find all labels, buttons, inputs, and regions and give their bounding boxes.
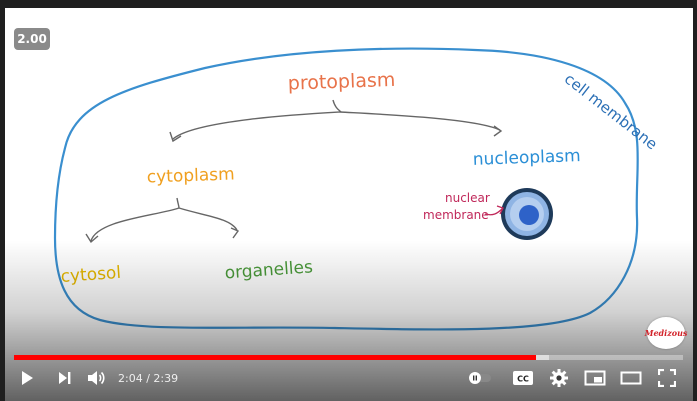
current-time: 2:04	[118, 371, 143, 385]
progress-played	[14, 355, 536, 360]
playback-speed-badge: 2.00	[14, 28, 50, 50]
channel-logo[interactable]: Medizous	[644, 317, 688, 349]
time-display: 2:04 / 2:39	[118, 372, 178, 385]
next-button[interactable]	[50, 365, 80, 391]
channel-logo-text: Medizous	[644, 328, 688, 338]
label-membrane: membrane	[423, 208, 489, 222]
autoplay-toggle-icon	[469, 372, 491, 384]
cell-diagram: protoplasm cytoplasm nucleoplasm cytosol…	[53, 47, 661, 331]
label-cell-membrane: cell membrane	[561, 70, 661, 154]
label-nucleoplasm: nucleoplasm	[473, 146, 581, 170]
settings-button[interactable]	[543, 365, 575, 391]
volume-icon	[88, 371, 105, 385]
fullscreen-button[interactable]	[651, 365, 683, 391]
control-bar: 2:04 / 2:39 CC	[14, 365, 683, 391]
next-icon	[59, 372, 71, 384]
protoplasm-brace	[172, 111, 501, 140]
label-organelles: organelles	[224, 257, 314, 283]
play-icon	[22, 371, 33, 385]
autoplay-toggle[interactable]	[465, 365, 497, 391]
label-nuclear: nuclear	[445, 191, 490, 205]
nucleus-icon	[501, 188, 553, 240]
time-separator: /	[142, 371, 154, 385]
miniplayer-icon	[584, 370, 606, 386]
miniplayer-button[interactable]	[579, 365, 611, 391]
video-frame[interactable]: protoplasm cytoplasm nucleoplasm cytosol…	[5, 8, 693, 401]
volume-button[interactable]	[84, 365, 110, 391]
progress-bar[interactable]	[14, 355, 683, 360]
duration: 2:39	[153, 371, 179, 385]
fullscreen-icon	[658, 369, 676, 387]
captions-icon: CC	[513, 371, 533, 385]
label-protoplasm: protoplasm	[287, 69, 395, 95]
cytoplasm-brace	[90, 207, 238, 242]
svg-text:CC: CC	[517, 375, 529, 384]
theater-mode-button[interactable]	[615, 365, 647, 391]
nuclear-membrane-arrow	[484, 207, 504, 216]
theater-icon	[620, 371, 642, 385]
captions-button[interactable]: CC	[507, 365, 539, 391]
settings-icon	[550, 369, 568, 387]
label-cytoplasm: cytoplasm	[147, 164, 235, 187]
label-cytosol: cytosol	[60, 263, 122, 287]
play-button[interactable]	[14, 365, 40, 391]
